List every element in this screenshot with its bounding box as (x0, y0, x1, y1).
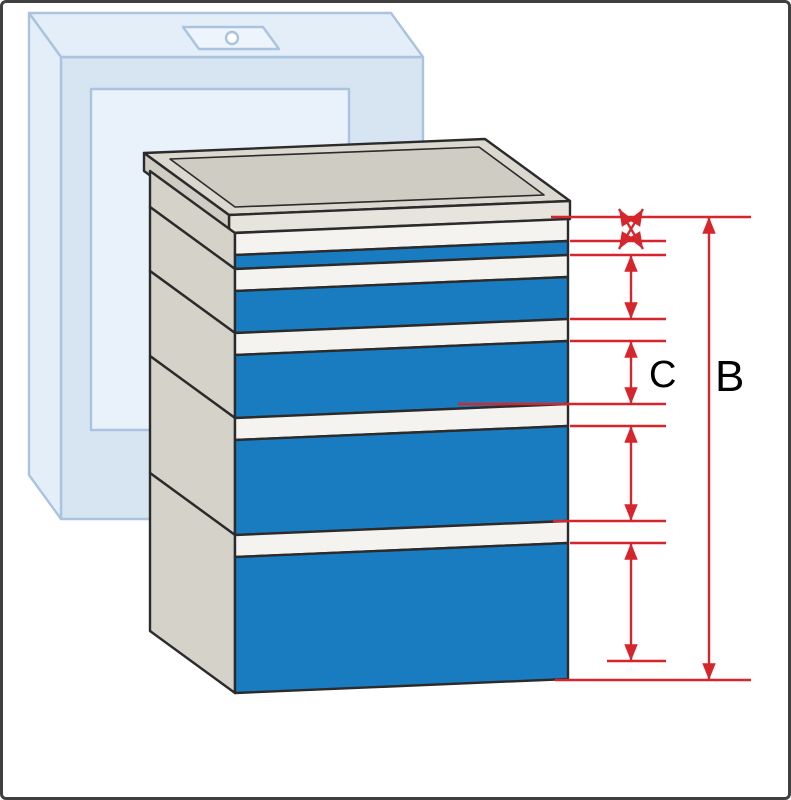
tray-inner-rim (169, 146, 545, 208)
dimension-lines (458, 208, 751, 682)
drawer-4 (148, 354, 570, 537)
drawer-3 (148, 269, 570, 420)
drawer-4-front-panel (233, 424, 570, 537)
drawer-cabinet-diagram: C B (27, 11, 751, 695)
top-tray (142, 137, 572, 235)
ghost-cabinet-lock-hole-icon (224, 30, 240, 46)
drawer-5 (148, 471, 570, 695)
drawer-unit (142, 137, 572, 695)
drawer-5-front-panel (233, 541, 570, 695)
label-inner-dimension-C: C (649, 354, 676, 396)
dim-arrow-cross-2 (617, 208, 645, 250)
ghost-cabinet-left-face (27, 11, 63, 521)
label-overall-dimension-B: B (715, 352, 744, 401)
drawer-2 (148, 205, 570, 335)
dimension-labels: C B (649, 352, 744, 401)
